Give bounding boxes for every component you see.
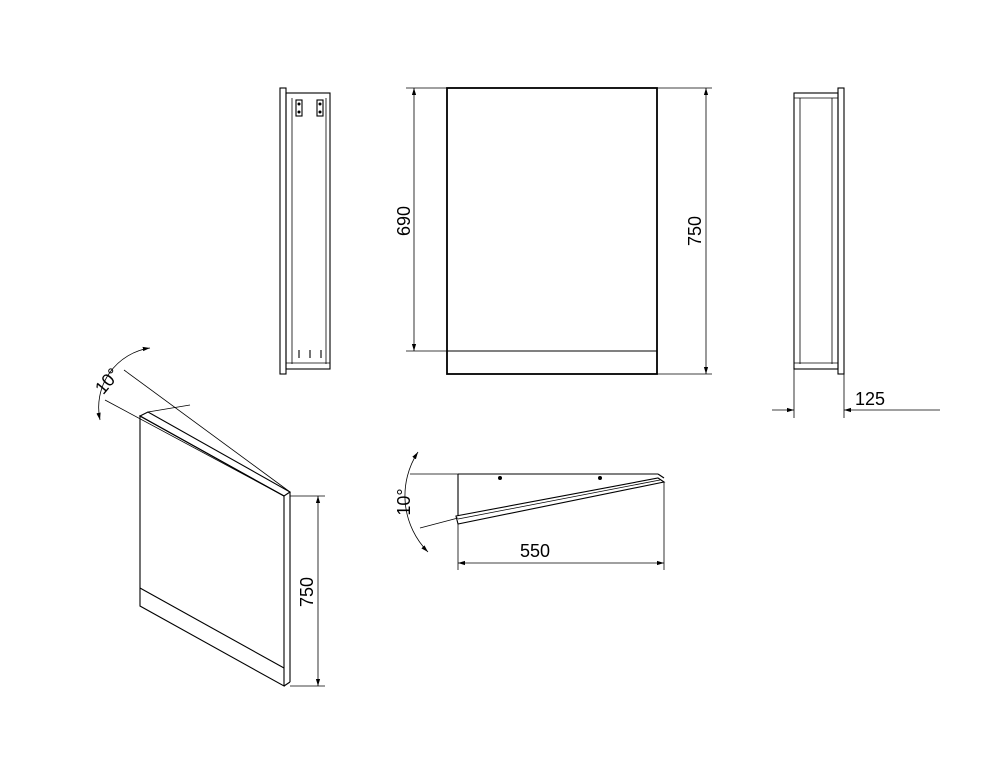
dim-angle-left-label: 10° — [91, 364, 124, 398]
hinge-icon — [295, 99, 303, 117]
side-view-right — [772, 87, 940, 418]
front-view — [406, 87, 712, 375]
dim-550-label: 550 — [520, 541, 550, 561]
hinge-icon — [316, 99, 324, 117]
top-view — [404, 451, 666, 570]
dim-125-label: 125 — [855, 389, 885, 409]
dim-690-label: 690 — [394, 206, 414, 236]
dim-iso-750-label: 750 — [297, 577, 317, 607]
dim-angle-top-label: 10° — [394, 488, 414, 515]
side-view-left — [279, 87, 331, 375]
isometric-view — [96, 346, 325, 687]
dim-750-label: 750 — [685, 216, 705, 246]
